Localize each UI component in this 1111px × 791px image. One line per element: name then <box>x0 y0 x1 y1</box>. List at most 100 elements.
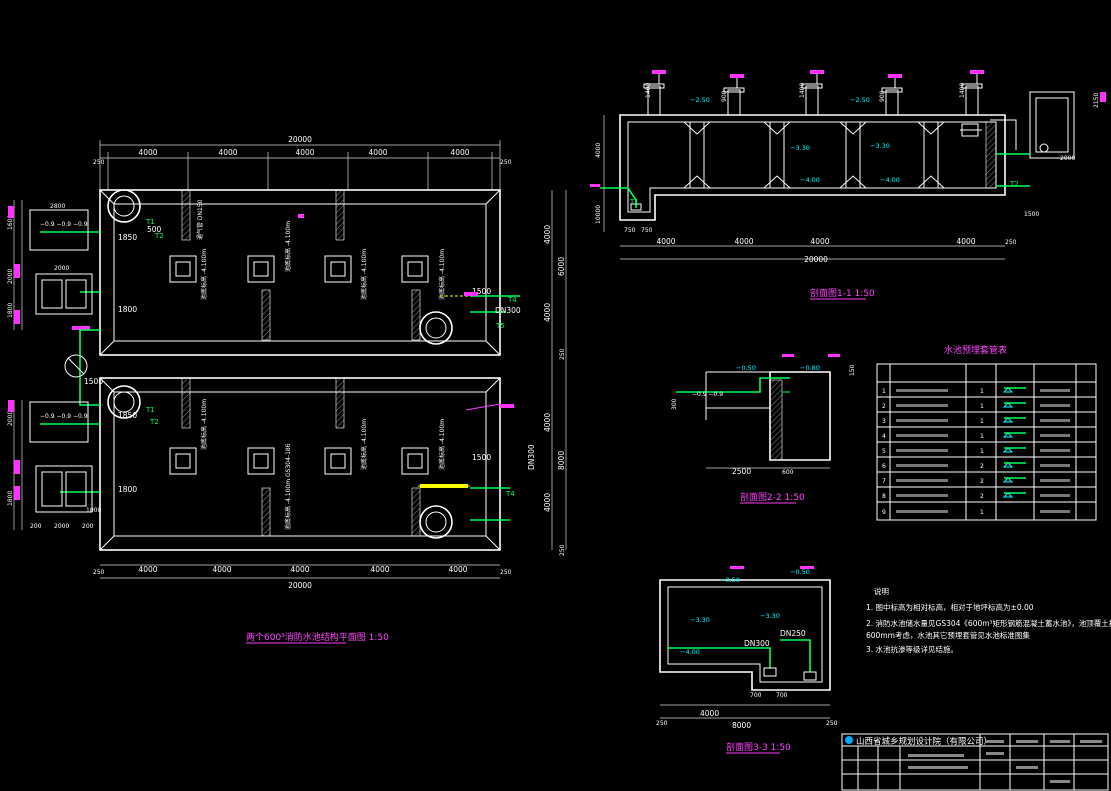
plan-right-dim: 250 <box>559 348 566 360</box>
plan-bay-dim: 4000 <box>368 148 387 157</box>
svg-text:T4: T4 <box>507 296 517 304</box>
svg-text:T1: T1 <box>629 198 639 206</box>
section1-edge-dim: 250 <box>1005 239 1017 246</box>
table-qty: 2 <box>980 478 984 485</box>
section3-dim: 700 <box>750 692 762 699</box>
section-1-1: 1400 900 1400 900 1400 2000 2150 1500 T1… <box>590 70 1106 300</box>
plan-inner-dim: 1850 <box>118 233 137 242</box>
svg-text:T5: T5 <box>495 322 505 330</box>
svg-text:−4.00: −4.00 <box>800 176 820 184</box>
connecting-pipe: 1500 <box>64 329 103 406</box>
section1-title: 剖面图1-1 1:50 <box>810 287 875 299</box>
plan-right-dimensions: 4000 6000 4000 4000 8000 4000 250 250 <box>543 190 567 556</box>
section-2-2: −0.9 −0.9 −0.50 −0.80 2500 600 150 300 剖… <box>671 354 856 504</box>
plan-right-dim: 6000 <box>557 257 566 276</box>
plan-right-dim: 4000 <box>543 493 552 512</box>
svg-text:池底标高 -4.100m: 池底标高 -4.100m <box>284 221 292 272</box>
table-row-index: 9 <box>882 509 886 516</box>
table-title: 水池预埋套管表 <box>944 344 1007 356</box>
plan-bay-dim: 4000 <box>138 148 157 157</box>
section1-left-dim: 4000 <box>595 143 602 158</box>
plan-bay-dim: 4000 <box>295 148 314 157</box>
plan-right-dim: 4000 <box>543 225 552 244</box>
section1-overall: 20000 <box>804 255 828 264</box>
section-valve-chamber: 2000 2150 1500 <box>960 91 1106 218</box>
plan-bay-dim: 4000 <box>212 565 231 574</box>
plan-right-dim: 4000 <box>543 413 552 432</box>
svg-text:通气管 DN150: 通气管 DN150 <box>196 199 204 240</box>
svg-text:池底标高 -4.100m: 池底标高 -4.100m <box>360 419 368 470</box>
svg-text:−3.30: −3.30 <box>790 144 810 152</box>
plan-bay-dim: 4000 <box>290 565 309 574</box>
table-qty: 1 <box>980 509 984 516</box>
svg-text:−0.50: −0.50 <box>736 364 756 372</box>
svg-text:池底标高 -4.100m: 池底标高 -4.100m <box>438 249 446 300</box>
table-qty: 1 <box>980 418 984 425</box>
plan-edge-dim: 250 <box>500 569 512 576</box>
plan-inner-dim: 1500 <box>472 453 491 462</box>
tank-lower: 池底标高 -4.100m 池底标高 -4.100m GS304-186 池底标高… <box>40 377 536 551</box>
table-row-index: 1 <box>882 388 886 395</box>
plan-edge-dim: 250 <box>500 159 512 166</box>
svg-text:T1: T1 <box>145 406 155 414</box>
table-qty: 1 <box>980 448 984 455</box>
section3-dim: 250 <box>656 720 668 727</box>
chamber-dim: 2000 <box>1060 155 1075 162</box>
svg-text:−0.80: −0.80 <box>800 364 820 372</box>
table-row-index: 5 <box>882 448 886 455</box>
plan-inner-dim: 1800 <box>118 485 137 494</box>
svg-text:−0.50: −0.50 <box>790 568 810 576</box>
svg-text:池底标高 -4.100m GS304-186: 池底标高 -4.100m GS304-186 <box>284 443 292 530</box>
svg-text:−0.9 −0.9 −0.9: −0.9 −0.9 −0.9 <box>40 221 88 228</box>
section3-title: 剖面图3-3 1:50 <box>726 741 791 753</box>
plan-pipe-label: DN300 <box>495 306 521 315</box>
section3-pipe: DN300 <box>744 639 770 648</box>
plan-edge-dim: 250 <box>93 569 105 576</box>
plan-left-dim: 1800 <box>7 491 14 506</box>
table-qty: 1 <box>980 433 984 440</box>
chamber-dim: 2150 <box>1093 93 1100 108</box>
section1-bay-dim: 4000 <box>810 237 829 246</box>
plan-bay-dim: 4000 <box>138 565 157 574</box>
table-row-index: 2 <box>882 403 886 410</box>
plan-right-dim: 4000 <box>543 303 552 322</box>
section3-dim: 8000 <box>732 721 751 730</box>
table-row-index: 6 <box>882 463 886 470</box>
svg-text:−0.9 −0.9: −0.9 −0.9 <box>692 391 723 398</box>
svg-text:池底标高 -4.100m: 池底标高 -4.100m <box>438 419 446 470</box>
svg-text:1500: 1500 <box>84 377 103 386</box>
svg-text:−4.00: −4.00 <box>880 176 900 184</box>
section-columns <box>683 121 945 189</box>
riser-dim: 1400 <box>645 83 652 98</box>
section2-dim: 150 <box>849 364 856 376</box>
plan-left-dim: 2000 <box>7 411 14 426</box>
table-qty: 1 <box>980 388 984 395</box>
table-row-index: 8 <box>882 493 886 500</box>
section-risers: 1400 900 1400 900 1400 <box>643 70 984 116</box>
plan-title: 两个600³消防水池结构平面图 1:50 <box>246 631 389 643</box>
svg-text:池底标高 -4.100m: 池底标高 -4.100m <box>200 249 208 300</box>
company-logo-icon <box>845 736 853 744</box>
section1-bay-dim: 4000 <box>656 237 675 246</box>
svg-text:池底标高 -4.100m: 池底标高 -4.100m <box>200 399 208 450</box>
svg-text:T2: T2 <box>154 232 164 240</box>
plan-overall-width: 20000 <box>288 135 312 144</box>
plan-edge-dim: 250 <box>93 159 105 166</box>
section1-bay-dim: 4000 <box>956 237 975 246</box>
svg-text:池底标高 -4.100m: 池底标高 -4.100m <box>360 249 368 300</box>
company-name: 山西省城乡规划设计院（有限公司） <box>856 736 992 747</box>
table-row-index: 4 <box>882 433 886 440</box>
svg-text:−2.50: −2.50 <box>690 96 710 104</box>
plan-left-dim: 1000 <box>86 507 101 514</box>
svg-text:T4: T4 <box>505 490 515 498</box>
section2-dim: 600 <box>782 469 794 476</box>
plan-left-dim: 2800 <box>50 203 65 210</box>
note-line: 600mm考虑，水池其它预埋套管见水池标准图集 <box>866 630 1030 640</box>
plan-left-dim: 1800 <box>7 303 14 318</box>
svg-text:−0.50: −0.50 <box>720 576 740 584</box>
plan-bay-dim: 4000 <box>370 565 389 574</box>
riser-dim: 900 <box>721 90 728 102</box>
plan-right-dim: 8000 <box>557 451 566 470</box>
svg-text:−2.50: −2.50 <box>850 96 870 104</box>
